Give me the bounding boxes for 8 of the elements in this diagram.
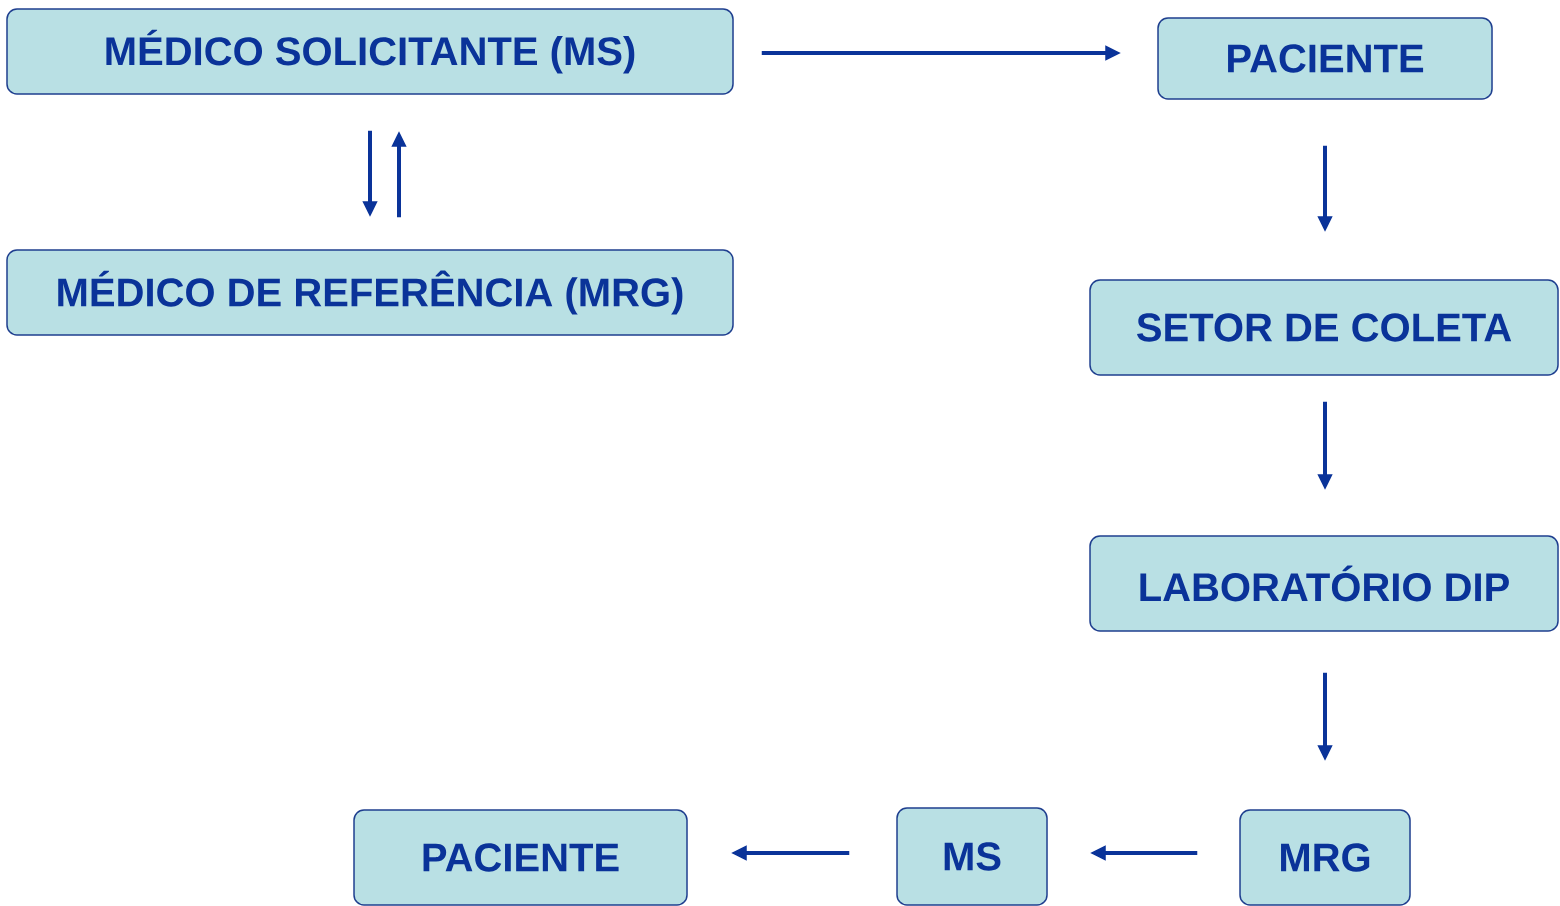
process-box: LABORATÓRIO DIP — [1089, 535, 1559, 632]
process-box: MS — [896, 807, 1048, 906]
process-box: MÉDICO SOLICITANTE (MS) — [6, 8, 734, 95]
process-box: SETOR DE COLETA — [1089, 279, 1559, 376]
process-box: PACIENTE — [1157, 17, 1493, 100]
process-box: MRG — [1239, 809, 1411, 906]
process-box: MÉDICO DE REFERÊNCIA (MRG) — [6, 249, 734, 336]
process-box: PACIENTE — [353, 809, 688, 906]
